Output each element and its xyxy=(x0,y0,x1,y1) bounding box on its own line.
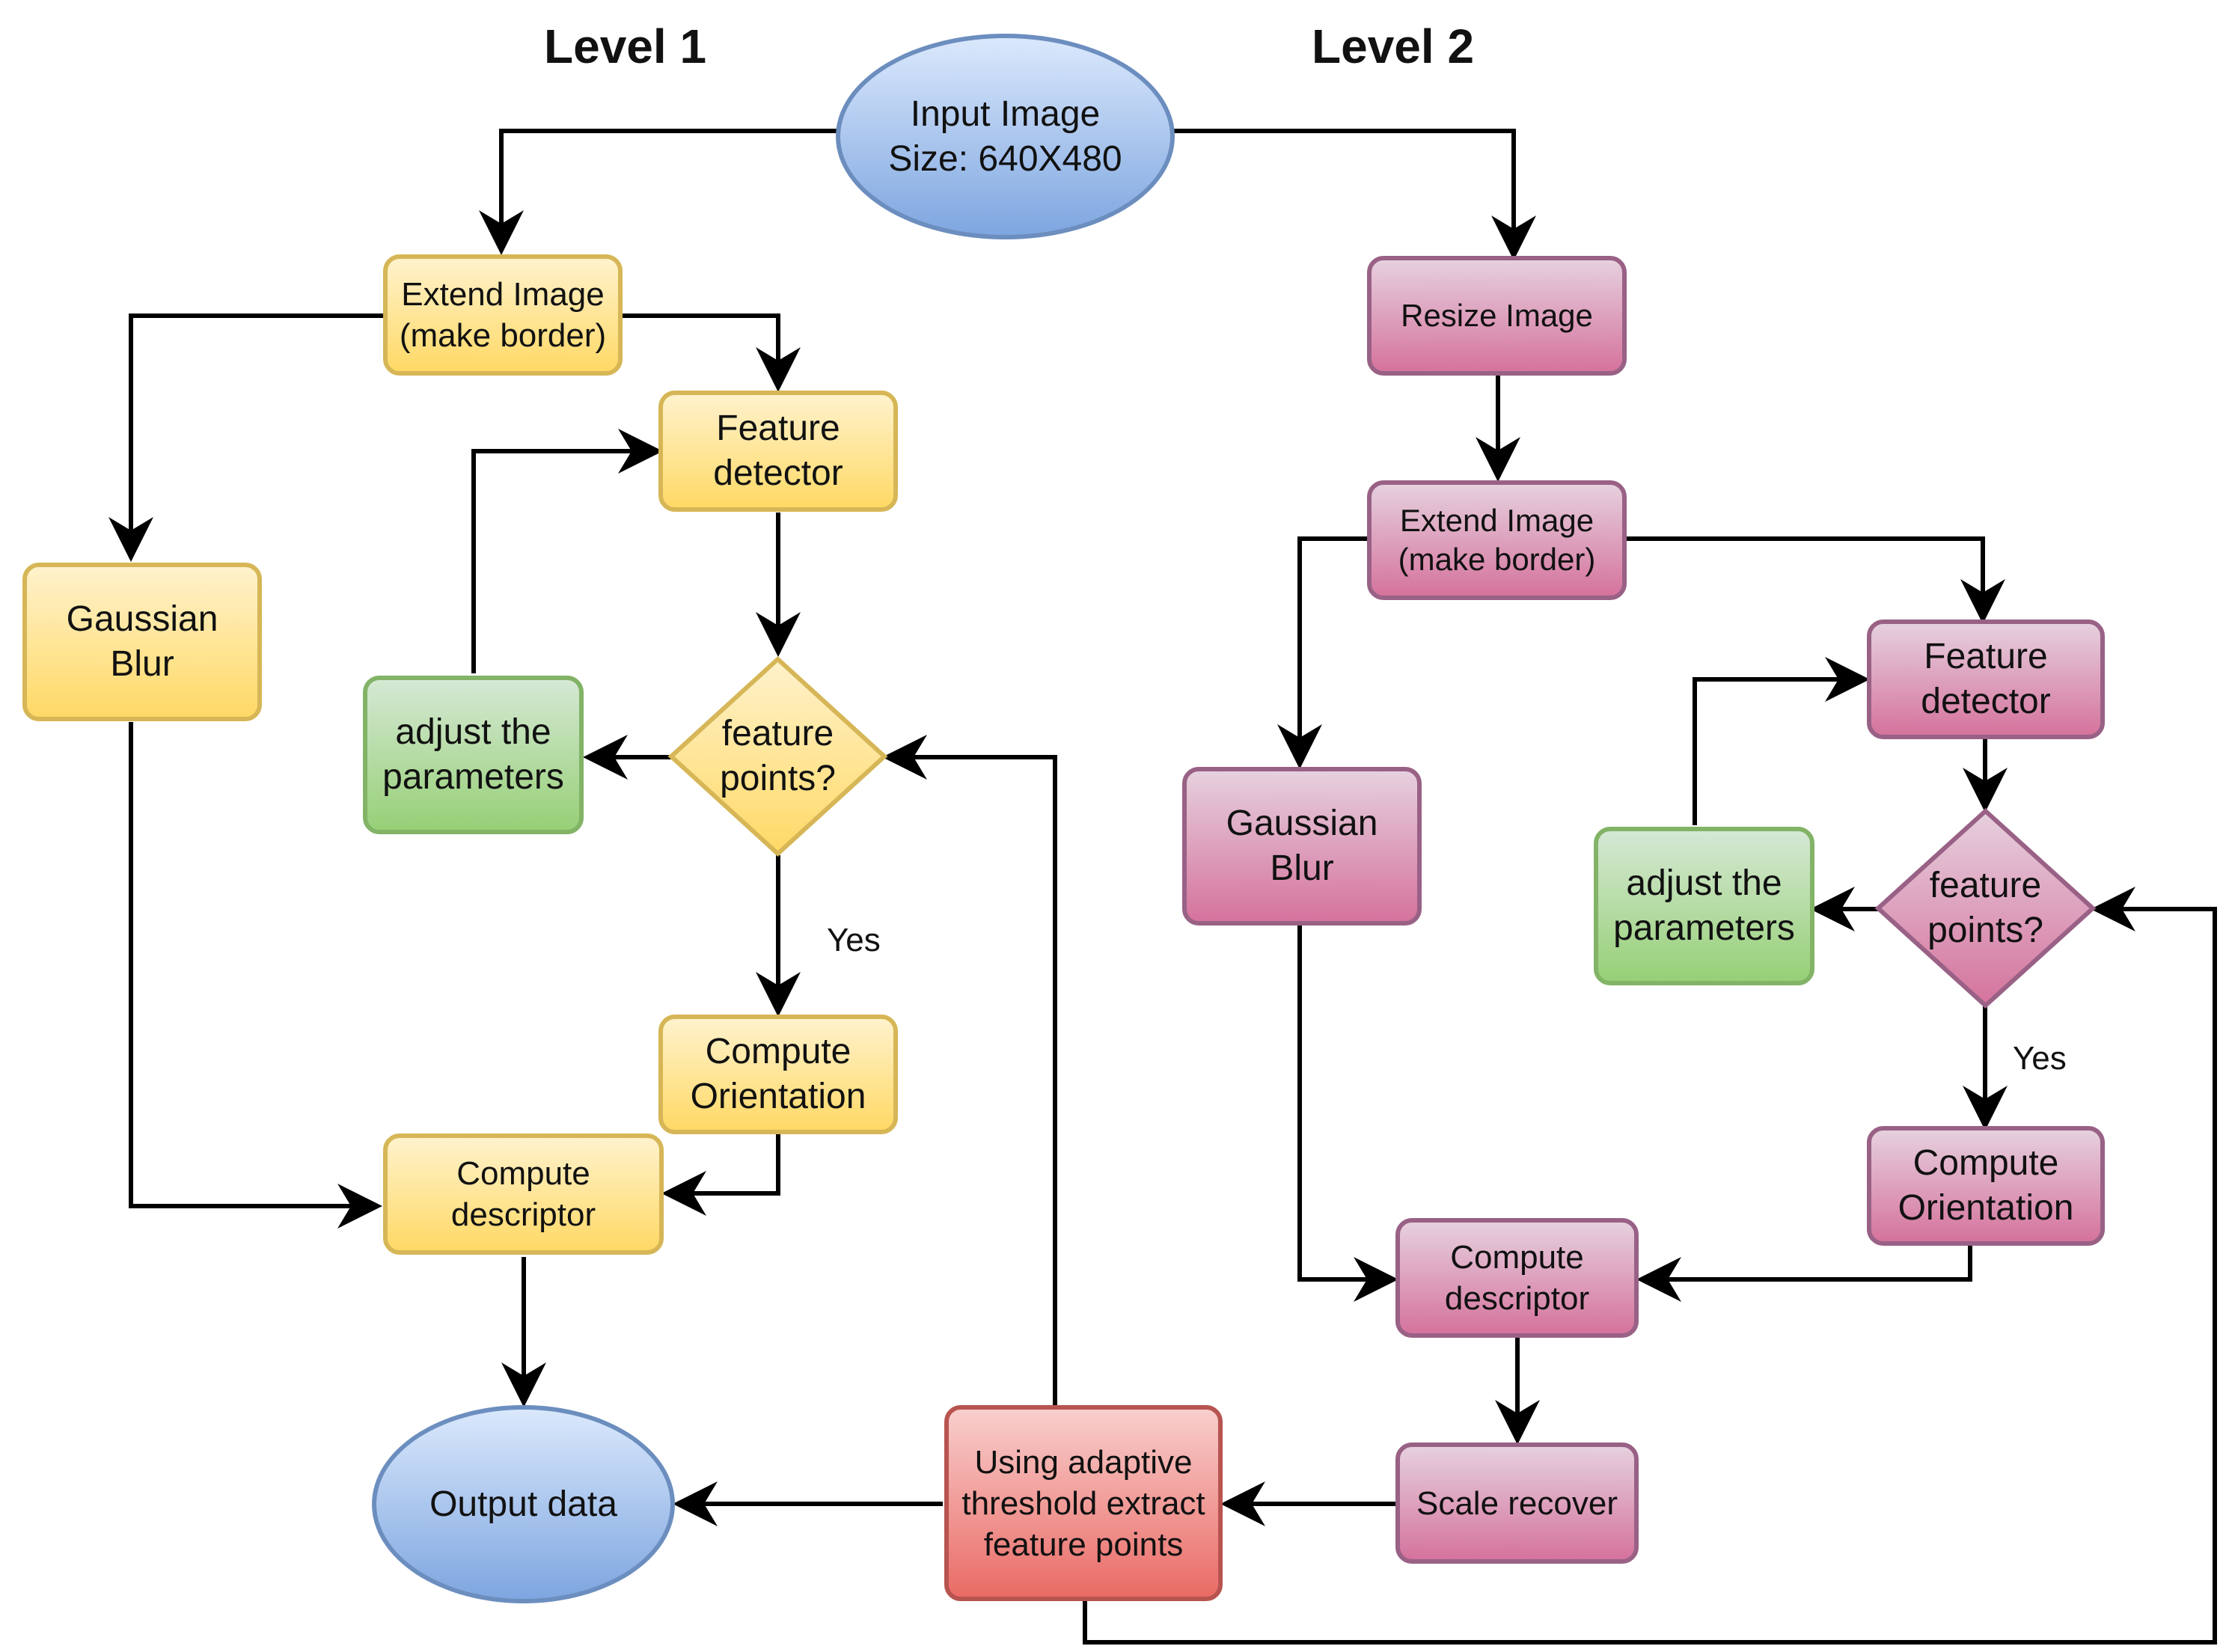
level2-detector-sublabel: detector xyxy=(1921,682,2051,721)
level2-decision-sublabel: points? xyxy=(1927,911,2043,950)
level2-feature-detector-node[interactable]: Feature detector xyxy=(1867,620,2105,739)
level2-scale-label: Scale recover xyxy=(1416,1484,1618,1522)
edge-orientation-to-descriptor-l1 xyxy=(661,1134,780,1216)
level2-gaussian-blur-node[interactable]: Gaussian Blur xyxy=(1182,767,1422,926)
level2-resize-label: Resize Image xyxy=(1401,297,1593,333)
level2-decision-label: feature xyxy=(1929,866,2042,905)
level1-decision-label: feature xyxy=(721,714,834,753)
edge-extend-to-detector-l1 xyxy=(617,313,801,392)
adaptive-label-line3: feature points xyxy=(983,1526,1184,1563)
input-image-node[interactable]: Input Image Size: 640X480 xyxy=(836,34,1175,239)
level1-heading: Level 1 xyxy=(544,19,707,73)
level2-compute-descriptor-node[interactable]: Compute descriptor xyxy=(1395,1218,1639,1338)
edge-adjust-to-detector-l1 xyxy=(471,429,663,673)
level2-scale-recover-node[interactable]: Scale recover xyxy=(1395,1443,1639,1564)
level2-descriptor-label: Compute xyxy=(1450,1239,1584,1276)
edge-input-to-extend-l1 xyxy=(479,129,838,255)
level1-yes-label: Yes xyxy=(827,922,881,958)
level2-detector-label: Feature xyxy=(1924,637,2048,676)
level1-feature-detector-node[interactable]: Feature detector xyxy=(658,391,898,512)
level1-decision-node[interactable]: feature points? xyxy=(667,655,888,857)
edge-adjust-to-detector-l2 xyxy=(1693,657,1870,825)
level2-orientation-sublabel: Orientation xyxy=(1898,1188,2074,1228)
level2-adjust-sublabel: parameters xyxy=(1613,908,1795,948)
edge-extend-to-detector-l2 xyxy=(1625,536,2005,624)
adaptive-label-line1: Using adaptive xyxy=(974,1443,1193,1481)
edge-adaptive-to-decision-l2 xyxy=(1083,887,2217,1645)
level1-decision-sublabel: points? xyxy=(720,759,836,798)
level2-decision-shape xyxy=(1874,807,2097,1009)
level2-compute-orientation-node[interactable]: Compute Orientation xyxy=(1867,1126,2105,1246)
adaptive-label-line2: threshold extract xyxy=(961,1484,1205,1522)
level1-decision-shape xyxy=(667,655,888,857)
input-image-label: Input Image xyxy=(910,94,1101,134)
level1-descriptor-sublabel: descriptor xyxy=(450,1196,596,1233)
edge-extend-to-gaussian-l1 xyxy=(108,313,385,562)
level1-extend-sublabel: (make border) xyxy=(399,317,607,354)
level1-compute-orientation-node[interactable]: Compute Orientation xyxy=(658,1015,898,1134)
level2-gaussian-sublabel: Blur xyxy=(1270,848,1334,888)
input-image-size: Size: 640X480 xyxy=(888,138,1122,179)
level2-gaussian-label: Gaussian xyxy=(1226,804,1378,843)
edge-input-to-resize-l2 xyxy=(1173,129,1536,260)
level2-decision-node[interactable]: feature points? xyxy=(1874,807,2097,1009)
edge-extend-to-gaussian-l2 xyxy=(1277,536,1369,769)
level2-orientation-label: Compute xyxy=(1912,1143,2059,1183)
adaptive-threshold-node[interactable]: Using adaptive threshold extract feature… xyxy=(944,1405,1223,1601)
level1-detector-sublabel: detector xyxy=(713,453,843,493)
output-data-label: Output data xyxy=(429,1484,617,1524)
edge-adaptive-to-decision-l1 xyxy=(882,735,1057,1407)
level1-adjust-parameters-node[interactable]: adjust the parameters xyxy=(363,676,584,834)
level2-yes-label: Yes xyxy=(2013,1040,2067,1077)
level1-extend-image-node[interactable]: Extend Image (make border) xyxy=(383,254,623,376)
edge-gaussian-to-descriptor-l1 xyxy=(129,722,382,1229)
level1-orientation-sublabel: Orientation xyxy=(690,1077,866,1116)
level1-orientation-label: Compute xyxy=(705,1032,851,1071)
output-data-node[interactable]: Output data xyxy=(372,1405,675,1603)
level1-extend-label: Extend Image xyxy=(401,276,605,313)
level1-adjust-label: adjust the xyxy=(395,712,551,752)
edge-gaussian-to-descriptor-l2 xyxy=(1297,926,1398,1302)
level1-gaussian-sublabel: Blur xyxy=(110,644,174,684)
edge-orientation-to-descriptor-l2 xyxy=(1636,1246,1972,1302)
level1-gaussian-label: Gaussian xyxy=(66,599,218,639)
level1-descriptor-label: Compute xyxy=(456,1155,590,1192)
level1-detector-label: Feature xyxy=(716,409,840,448)
level2-adjust-label: adjust the xyxy=(1626,863,1782,903)
level2-extend-image-node[interactable]: Extend Image (make border) xyxy=(1367,480,1627,600)
level2-extend-label: Extend Image xyxy=(1399,502,1594,538)
level2-adjust-parameters-node[interactable]: adjust the parameters xyxy=(1594,827,1814,985)
level2-extend-sublabel: (make border) xyxy=(1398,542,1596,577)
level2-resize-image-node[interactable]: Resize Image xyxy=(1367,256,1627,376)
level1-adjust-sublabel: parameters xyxy=(382,757,564,797)
level1-compute-descriptor-node[interactable]: Compute descriptor xyxy=(383,1134,664,1255)
level2-heading: Level 2 xyxy=(1312,19,1475,73)
level2-descriptor-sublabel: descriptor xyxy=(1444,1280,1590,1317)
level1-gaussian-blur-node[interactable]: Gaussian Blur xyxy=(22,563,262,721)
